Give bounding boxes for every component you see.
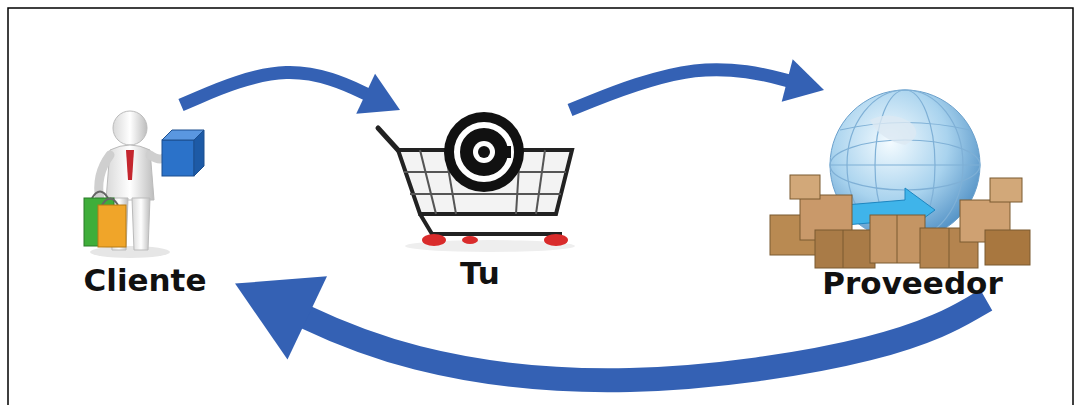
node-label: Tu xyxy=(456,256,504,290)
figure-node: Cliente xyxy=(55,105,235,297)
figure-node: Proveedor xyxy=(765,90,1060,300)
arrow-shaft xyxy=(570,70,798,110)
node-label: Proveedor xyxy=(818,266,1006,300)
arrow-shaft xyxy=(286,300,987,380)
figure-node: Tu xyxy=(380,110,580,290)
arrow-head xyxy=(782,59,824,102)
client-figure xyxy=(84,111,204,258)
flow-arrow xyxy=(570,59,824,110)
parcel-boxes xyxy=(770,175,1030,268)
frame xyxy=(8,8,1073,405)
cart-icon xyxy=(378,112,575,252)
arrow-shaft xyxy=(181,73,376,105)
arrow-head xyxy=(235,276,327,359)
flow-arrow xyxy=(181,73,400,114)
arrow-head xyxy=(356,74,400,114)
node-label: Cliente xyxy=(80,263,211,297)
